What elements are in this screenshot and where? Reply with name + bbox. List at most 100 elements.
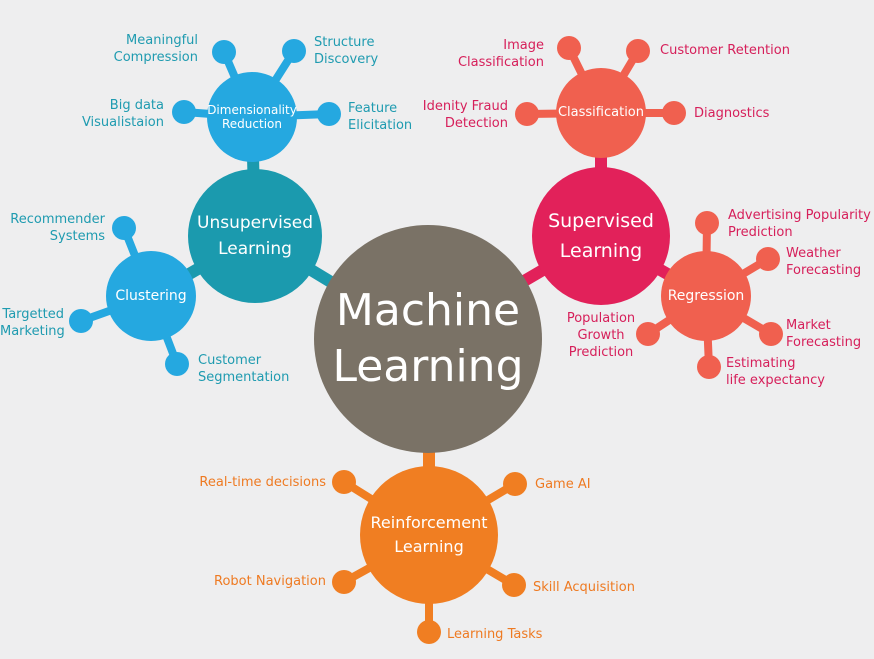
- leaf-label: Customer: [198, 353, 262, 368]
- leaf-dot: [515, 102, 539, 126]
- leaf-label: Visualistaion: [81, 115, 164, 130]
- leaf-weather-forecasting: Weather Forecasting: [786, 245, 861, 279]
- leaf-skill-acquisition: Skill Acquisition: [533, 579, 635, 596]
- leaf-label: Prediction: [728, 225, 793, 240]
- leaf-diagnostics: Diagnostics: [694, 105, 769, 122]
- leaf-targetted-marketing: Targetted Marketing: [0, 306, 65, 340]
- leaf-population-growth: Population Growth Prediction: [564, 310, 638, 361]
- leaf-label: Discovery: [314, 52, 379, 67]
- leaf-label: Learning Tasks: [447, 627, 543, 642]
- supervised-label-1: Supervised: [548, 210, 654, 232]
- leaf-dot: [165, 352, 189, 376]
- leaf-dot: [695, 211, 719, 235]
- leaf-label: Game AI: [535, 477, 591, 492]
- regression-label: Regression: [667, 287, 745, 304]
- leaf-label: Forecasting: [786, 263, 862, 278]
- unsupervised-label-2: Learning: [218, 239, 292, 259]
- leaf-feature-elicitation: Feature Elicitation: [348, 100, 412, 134]
- unsupervised-learning-node: Unsupervised Learning: [188, 169, 322, 303]
- leaf-structure-discovery: Structure Discovery: [314, 34, 378, 68]
- leaf-dot: [557, 36, 581, 60]
- leaf-realtime-decisions: Real-time decisions: [186, 474, 326, 491]
- leaf-dot: [662, 101, 686, 125]
- leaf-label: Growth: [577, 328, 625, 343]
- leaf-label: Detection: [444, 116, 508, 131]
- classification-node: Classification: [556, 68, 646, 158]
- leaf-label: Segmentation: [198, 370, 290, 385]
- leaf-dot: [332, 570, 356, 594]
- leaf-label: Elicitation: [348, 118, 413, 133]
- leaf-dot: [69, 309, 93, 333]
- leaf-label: Meaningful: [126, 33, 198, 48]
- unsupervised-label-1: Unsupervised: [197, 213, 313, 233]
- leaf-life-expectancy: Estimating life expectancy: [726, 355, 825, 389]
- leaf-label: Prediction: [568, 345, 634, 360]
- leaf-label: Compression: [113, 50, 198, 65]
- leaf-big-data-visualisation: Big data Visualistaion: [60, 97, 164, 131]
- leaf-label: Customer Retention: [660, 43, 790, 58]
- leaf-label: Feature: [348, 101, 398, 116]
- leaf-robot-navigation: Robot Navigation: [196, 573, 326, 590]
- reinforcement-learning-node: Reinforcement Learning: [360, 466, 498, 604]
- dimensionality-reduction-node: Dimensionality Reduction: [207, 72, 297, 162]
- leaf-dot: [282, 39, 306, 63]
- leaf-label: Estimating: [726, 356, 796, 371]
- leaf-dot: [502, 573, 526, 597]
- leaf-image-classification: Image Classification: [440, 37, 544, 71]
- leaf-recommender-systems: Recommender Systems: [0, 211, 105, 245]
- leaf-dot: [636, 322, 660, 346]
- reinforcement-label-2: Learning: [394, 537, 464, 556]
- leaf-label: Marketing: [0, 324, 65, 339]
- leaf-dot: [626, 39, 650, 63]
- leaf-label: Weather: [786, 246, 841, 261]
- leaf-label: Market: [786, 318, 831, 333]
- leaf-customer-segmentation: Customer Segmentation: [198, 352, 289, 386]
- classification-label: Classification: [557, 105, 645, 121]
- leaf-dot: [172, 100, 196, 124]
- supervised-learning-node: Supervised Learning: [532, 167, 670, 305]
- reinforcement-label-1: Reinforcement: [370, 513, 488, 532]
- leaf-game-ai: Game AI: [535, 476, 591, 493]
- leaf-dot: [503, 472, 527, 496]
- leaf-label: Skill Acquisition: [533, 580, 635, 595]
- leaf-label: Real-time decisions: [199, 475, 326, 490]
- leaf-advertising-popularity: Advertising Popularity Prediction: [728, 207, 871, 241]
- leaf-identity-fraud-detection: Idenity Fraud Detection: [400, 98, 508, 132]
- machine-learning-label-1: Machine: [335, 285, 521, 336]
- dimensionality-reduction-label-1: Dimensionality: [207, 102, 297, 117]
- machine-learning-node: Machine Learning: [314, 225, 542, 453]
- leaf-label: Population: [566, 311, 636, 326]
- leaf-label: Classification: [457, 55, 544, 70]
- dimensionality-reduction-label-2: Reduction: [222, 117, 282, 131]
- leaf-learning-tasks: Learning Tasks: [447, 626, 542, 643]
- leaf-label: Systems: [49, 229, 105, 244]
- leaf-label: Big data: [109, 98, 164, 113]
- regression-node: Regression: [661, 251, 751, 341]
- leaf-dot: [317, 102, 341, 126]
- leaf-dot: [212, 40, 236, 64]
- leaf-label: Structure: [314, 35, 375, 50]
- leaf-meaningful-compression: Meaningful Compression: [90, 32, 198, 66]
- leaf-label: Idenity Fraud: [422, 99, 508, 114]
- leaf-dot: [756, 247, 780, 271]
- leaf-label: Image: [503, 38, 544, 53]
- leaf-dot: [112, 216, 136, 240]
- leaf-dot: [759, 322, 783, 346]
- leaf-market-forecasting: Market Forecasting: [786, 317, 861, 351]
- leaf-dots: [69, 36, 783, 644]
- leaf-label: Robot Navigation: [214, 574, 326, 589]
- leaf-label: Forecasting: [786, 335, 862, 350]
- leaf-dot: [697, 355, 721, 379]
- leaf-label: Advertising Popularity: [728, 208, 871, 223]
- leaf-dot: [332, 470, 356, 494]
- clustering-label: Clustering: [115, 287, 187, 304]
- supervised-label-2: Learning: [559, 240, 643, 262]
- leaf-label: Recommender: [10, 212, 105, 227]
- leaf-dot: [417, 620, 441, 644]
- leaf-label: life expectancy: [726, 373, 825, 388]
- leaf-customer-retention: Customer Retention: [660, 42, 790, 59]
- leaf-label: Diagnostics: [694, 106, 770, 121]
- machine-learning-label-2: Learning: [332, 341, 524, 392]
- leaf-label: Targetted: [2, 307, 64, 322]
